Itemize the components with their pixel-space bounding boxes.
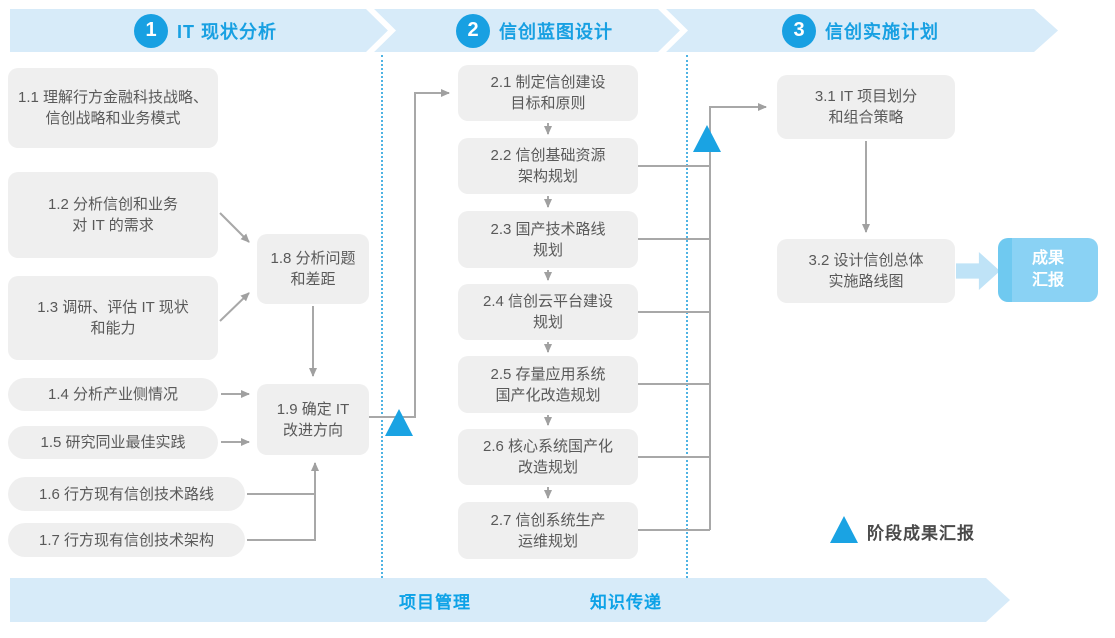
connector-1-2-to-1-8 xyxy=(219,212,250,243)
bottom-label-knowledge-transfer: 知识传递 xyxy=(590,592,662,612)
milestone-triangle-phase2-icon xyxy=(693,125,721,152)
milestone-triangle-phase1-icon xyxy=(385,409,413,436)
task-box-2-7: 2.7 信创系统生产 运维规划 xyxy=(458,502,638,559)
milestone-triangle-legend-icon xyxy=(830,516,858,543)
task-box-2-1: 2.1 制定信创建设 目标和原则 xyxy=(458,65,638,121)
task-box-3-2: 3.2 设计信创总体 实施路线图 xyxy=(777,239,955,303)
phase-title: IT 现状分析 xyxy=(177,21,277,42)
phase-header-3: 3 信创实施计划 xyxy=(782,9,939,52)
task-box-1-3: 1.3 调研、评估 IT 现状 和能力 xyxy=(8,276,218,360)
phase-header-1: 1 IT 现状分析 xyxy=(134,9,277,52)
phase-number-badge: 1 xyxy=(134,13,168,48)
task-box-1-9: 1.9 确定 IT 改进方向 xyxy=(257,384,369,455)
task-box-3-1: 3.1 IT 项目划分 和组合策略 xyxy=(777,75,955,139)
top-phase-band xyxy=(10,9,1058,52)
phase-divider-dotted-2 xyxy=(686,55,688,578)
legend-milestone-label: 阶段成果汇报 xyxy=(867,524,975,543)
task-box-2-2: 2.2 信创基础资源 架构规划 xyxy=(458,138,638,194)
task-box-2-6: 2.6 核心系统国产化 改造规划 xyxy=(458,429,638,485)
bottom-support-band xyxy=(10,578,1010,622)
phase-number-badge: 3 xyxy=(782,13,816,48)
task-box-1-7: 1.7 行方现有信创技术架构 xyxy=(8,523,245,557)
connector-1-9-to-2-1 xyxy=(369,89,450,418)
phase-header-2: 2 信创蓝图设计 xyxy=(456,9,613,52)
phase-title: 信创蓝图设计 xyxy=(499,21,613,42)
phase-number-badge: 2 xyxy=(456,13,490,48)
task-box-2-4: 2.4 信创云平台建设 规划 xyxy=(458,284,638,340)
task-box-1-6: 1.6 行方现有信创技术路线 xyxy=(8,477,245,511)
task-box-1-2: 1.2 分析信创和业务 对 IT 的需求 xyxy=(8,172,218,258)
result-report-box: 成果 汇报 xyxy=(998,238,1098,302)
phase-title: 信创实施计划 xyxy=(825,21,939,42)
task-box-1-4: 1.4 分析产业侧情况 xyxy=(8,378,218,411)
phase-divider-dotted-1 xyxy=(381,55,383,578)
bottom-label-project-management: 项目管理 xyxy=(399,592,471,612)
task-box-2-3: 2.3 国产技术路线 规划 xyxy=(458,211,638,268)
task-box-1-1: 1.1 理解行方金融科技战略、 信创战略和业务模式 xyxy=(8,68,218,148)
task-box-1-5: 1.5 研究同业最佳实践 xyxy=(8,426,218,459)
task-box-2-5: 2.5 存量应用系统 国产化改造规划 xyxy=(458,356,638,413)
connector-1-3-to-1-8 xyxy=(219,292,250,322)
connector-trunk-to-3-1 xyxy=(709,103,767,530)
task-box-1-8: 1.8 分析问题 和差距 xyxy=(257,234,369,304)
